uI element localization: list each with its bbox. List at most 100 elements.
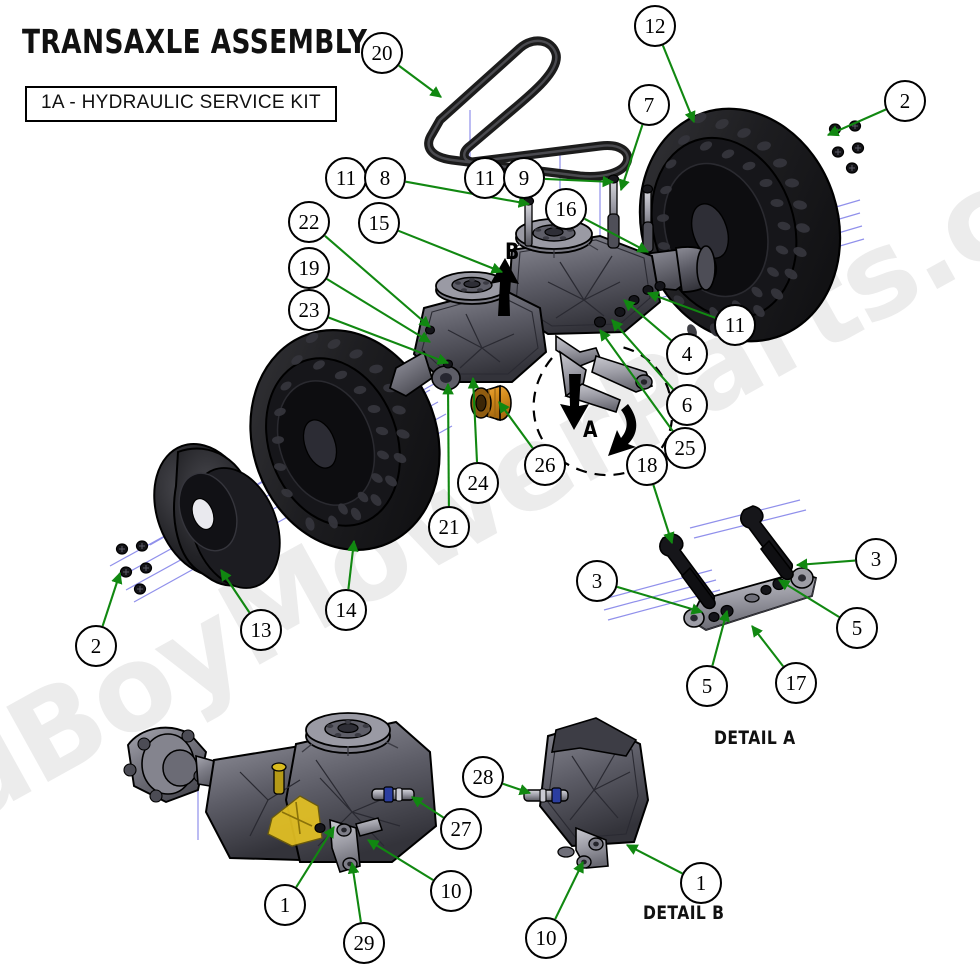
callout-number: 2 xyxy=(90,633,102,658)
detail-b-label: DETAIL B xyxy=(643,902,725,924)
leader-line-3 xyxy=(795,558,856,570)
leader-line-12 xyxy=(661,45,696,124)
callout-balloon-14[interactable]: 14 xyxy=(325,589,367,631)
leader-line-8 xyxy=(405,180,531,208)
callout-number: 2 xyxy=(899,88,911,113)
leader-line-16 xyxy=(584,217,650,253)
callout-balloon-29[interactable]: 29 xyxy=(343,922,385,964)
callout-balloon-25[interactable]: 25 xyxy=(664,427,706,469)
hydraulic-fitting-detail-b xyxy=(523,787,569,804)
callout-number: 28 xyxy=(472,764,494,789)
callout-balloon-28[interactable]: 28 xyxy=(462,756,504,798)
leader-line-26 xyxy=(498,401,534,449)
callout-balloon-11[interactable]: 11 xyxy=(325,157,367,199)
callout-number: 26 xyxy=(534,452,556,477)
leader-line-5 xyxy=(711,609,730,666)
callout-number: 1 xyxy=(695,870,707,895)
callout-balloon-18[interactable]: 18 xyxy=(626,444,668,486)
hydraulic-fitting-left-detail xyxy=(371,786,415,803)
callout-balloon-9[interactable]: 9 xyxy=(503,157,545,199)
leader-line-25 xyxy=(599,329,674,432)
callout-balloon-16[interactable]: 16 xyxy=(545,188,587,230)
leader-line-11 xyxy=(646,291,716,319)
leader-line-21 xyxy=(442,382,454,507)
damper-left xyxy=(659,533,716,610)
callout-number: 12 xyxy=(644,13,666,38)
callout-number: 8 xyxy=(379,165,391,190)
callout-number: 3 xyxy=(870,546,882,571)
callout-balloon-8[interactable]: 8 xyxy=(364,157,406,199)
callout-balloon-17[interactable]: 17 xyxy=(775,662,817,704)
leader-line-28 xyxy=(502,782,532,796)
leader-line-27 xyxy=(411,796,444,819)
callout-number: 9 xyxy=(518,165,530,190)
callout-balloon-15[interactable]: 15 xyxy=(358,202,400,244)
callout-number: 27 xyxy=(450,816,472,841)
callout-number: 15 xyxy=(368,210,390,235)
leader-line-20 xyxy=(398,64,442,98)
callout-balloon-13[interactable]: 13 xyxy=(240,609,282,651)
kit-label-box: 1A - HYDRAULIC SERVICE KIT xyxy=(25,86,337,122)
callout-number: 11 xyxy=(474,165,496,190)
callout-balloon-11[interactable]: 11 xyxy=(714,304,756,346)
callout-balloon-2[interactable]: 2 xyxy=(884,80,926,122)
leader-line-7 xyxy=(618,124,644,192)
leader-line-24 xyxy=(467,376,480,463)
leader-line-6 xyxy=(611,319,674,390)
callout-balloon-11[interactable]: 11 xyxy=(464,157,506,199)
leader-line-15 xyxy=(398,229,504,274)
callout-number: 18 xyxy=(636,452,658,477)
leader-line-13 xyxy=(220,569,251,614)
callout-balloon-20[interactable]: 20 xyxy=(361,32,403,74)
callout-balloon-4[interactable]: 4 xyxy=(666,333,708,375)
callout-balloon-21[interactable]: 21 xyxy=(428,506,470,548)
leader-line-18 xyxy=(652,484,675,545)
lug-nuts-left xyxy=(115,540,153,595)
callout-number: 4 xyxy=(681,341,693,366)
callout-balloon-6[interactable]: 6 xyxy=(666,384,708,426)
callout-balloon-5[interactable]: 5 xyxy=(836,607,878,649)
page-title: TRANSAXLE ASSEMBLY xyxy=(22,22,368,61)
callout-balloon-10[interactable]: 10 xyxy=(430,870,472,912)
callout-balloon-27[interactable]: 27 xyxy=(440,808,482,850)
callout-balloon-3[interactable]: 3 xyxy=(576,560,618,602)
callout-balloon-12[interactable]: 12 xyxy=(634,5,676,47)
callout-balloon-19[interactable]: 19 xyxy=(288,247,330,289)
callout-balloon-7[interactable]: 7 xyxy=(628,84,670,126)
leader-line-22 xyxy=(324,235,431,328)
leader-line-10 xyxy=(554,860,584,920)
callout-balloon-24[interactable]: 24 xyxy=(457,462,499,504)
callout-balloon-3[interactable]: 3 xyxy=(855,538,897,580)
callout-balloon-1[interactable]: 1 xyxy=(680,862,722,904)
leader-line-10 xyxy=(367,839,434,881)
callout-number: 1 xyxy=(279,892,291,917)
callout-number: 10 xyxy=(440,878,462,903)
kit-label-text: 1A - HYDRAULIC SERVICE KIT xyxy=(41,92,321,113)
callout-balloon-23[interactable]: 23 xyxy=(288,289,330,331)
callout-balloon-2[interactable]: 2 xyxy=(75,625,117,667)
callout-number: 5 xyxy=(701,673,713,698)
callout-balloon-1[interactable]: 1 xyxy=(264,884,306,926)
bottom-left-transaxle-detail xyxy=(123,712,438,873)
leader-line-5 xyxy=(778,579,840,618)
callout-number: 20 xyxy=(371,40,393,65)
callout-number: 23 xyxy=(298,297,320,322)
callout-number: 25 xyxy=(674,435,696,460)
leader-line-23 xyxy=(328,316,450,365)
leader-line-29 xyxy=(347,861,362,923)
callout-balloon-22[interactable]: 22 xyxy=(288,201,330,243)
callout-number: 21 xyxy=(438,514,460,539)
callout-balloon-5[interactable]: 5 xyxy=(686,665,728,707)
leader-line-2 xyxy=(101,571,123,627)
callout-number: 3 xyxy=(591,568,603,593)
callout-balloon-10[interactable]: 10 xyxy=(525,917,567,959)
callout-number: 22 xyxy=(298,209,320,234)
leader-line-19 xyxy=(326,278,431,343)
callout-balloon-26[interactable]: 26 xyxy=(524,444,566,486)
section-arrow-b-label: B xyxy=(505,240,520,265)
leader-line-17 xyxy=(751,625,785,668)
right-transaxle-assembly xyxy=(506,174,717,414)
